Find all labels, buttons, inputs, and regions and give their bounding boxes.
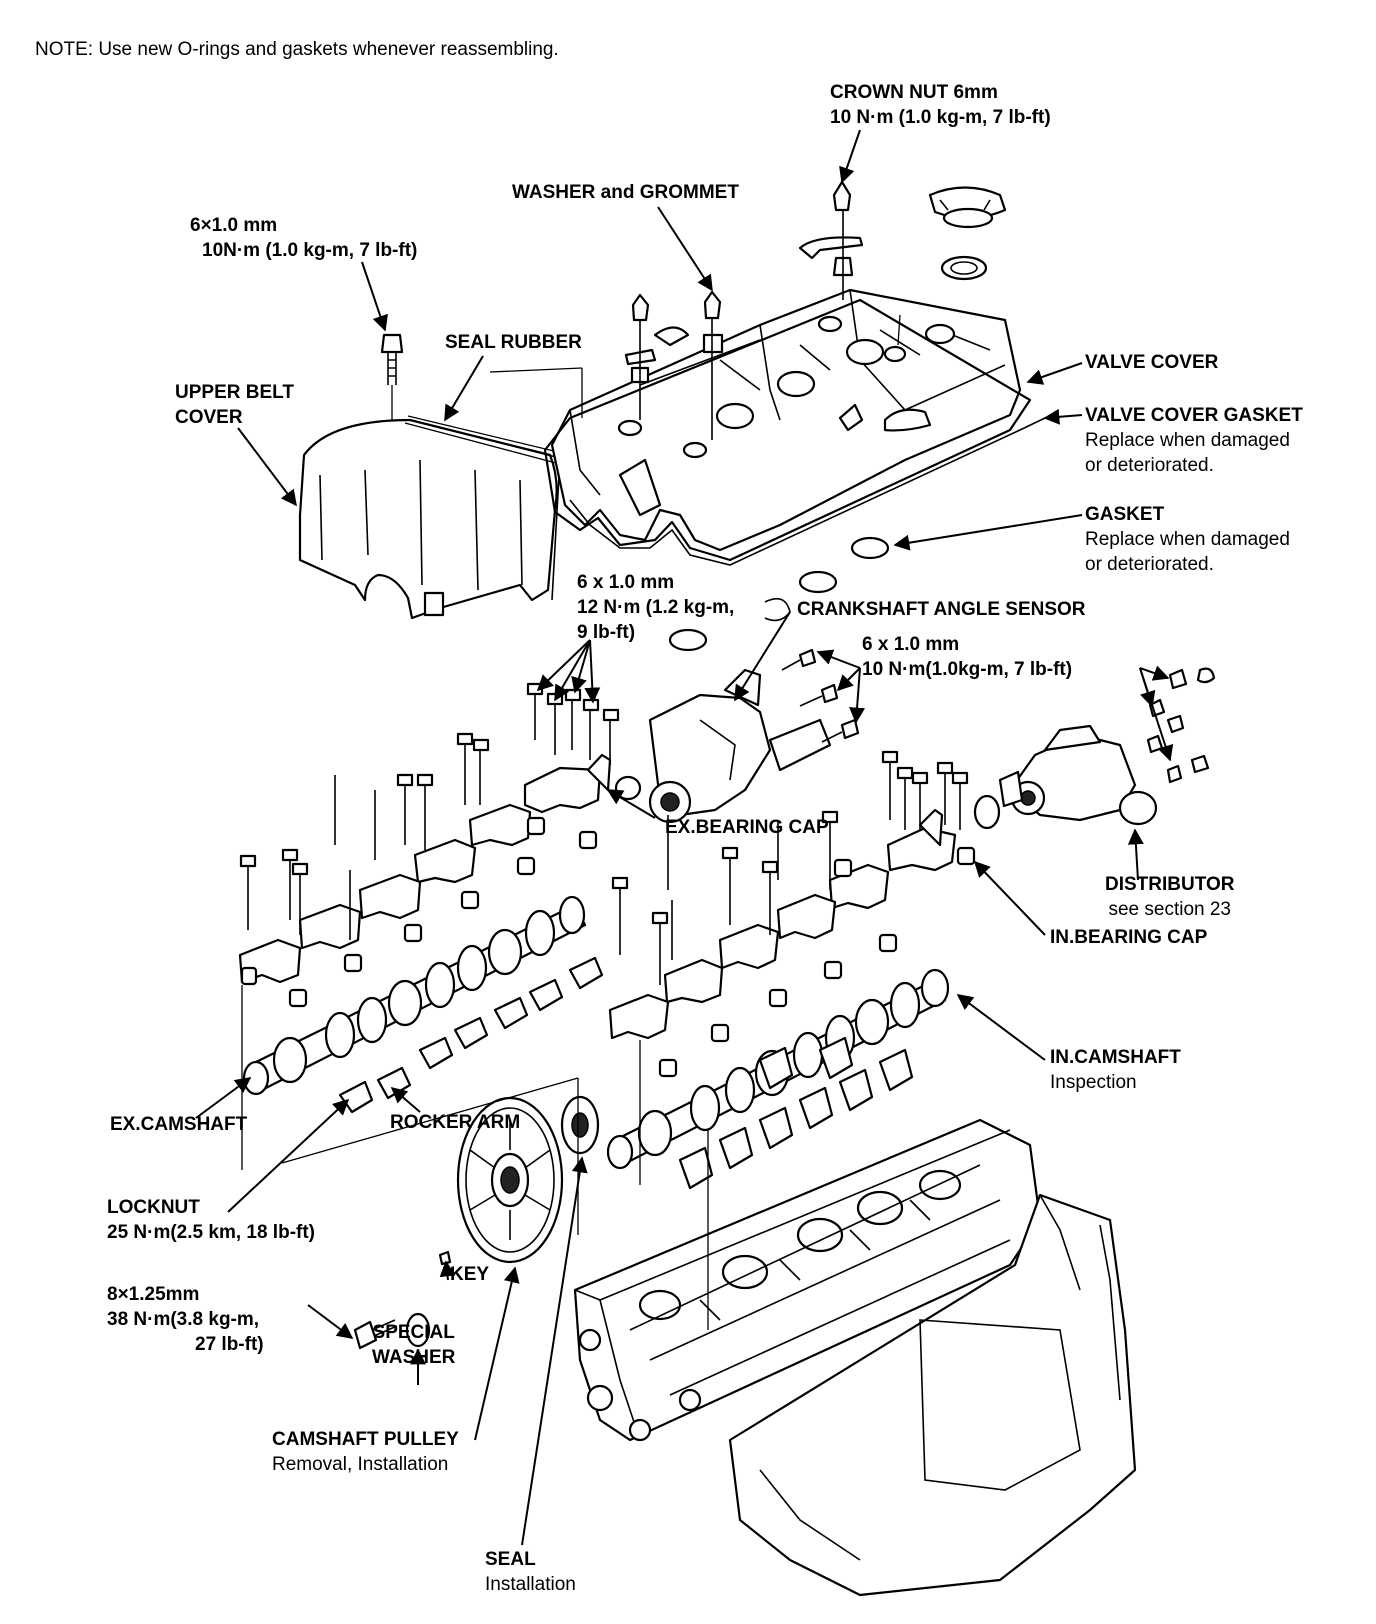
crank-sensor-label: CRANKSHAFT ANGLE SENSOR — [797, 599, 1086, 620]
crank-sensor-bolts — [781, 648, 860, 743]
leader-arrows — [195, 129, 1174, 1546]
bolt-top-left-spec: 10N·m (1.0 kg-m, 7 lb-ft) — [202, 240, 418, 261]
in-camshaft-label: IN.CAMSHAFT Inspection — [1050, 1047, 1181, 1093]
oil-filler-cap — [928, 186, 1007, 229]
camshaft-pulley-label: CAMSHAFT PULLEY Removal, Installation — [272, 1429, 459, 1475]
bolt-top-left-size: 6×1.0 mm — [190, 215, 278, 236]
bolt-mid-left-label: 6 x 1.0 mm 12 N·m (1.2 kg-m, 9 lb-ft) — [577, 572, 735, 643]
ex-cap-bolts — [239, 682, 620, 940]
valve-cover-gasket-label: VALVE COVER GASKET Replace when damaged … — [1085, 405, 1303, 476]
bolt-mid-right-label: 6 x 1.0 mm 10 N·m(1.0kg-m, 7 lb-ft) — [862, 634, 1073, 680]
washer-grommet-label: WASHER and GROMMET — [512, 182, 739, 203]
ex-camshaft-label: EX.CAMSHAFT — [110, 1114, 248, 1135]
pulley-bolt — [353, 1319, 398, 1350]
key-label: KEY — [450, 1264, 490, 1285]
washer-grommet-stacks — [624, 290, 724, 440]
special-washer-label: SPECIAL WASHER — [372, 1322, 456, 1368]
bolt-upper-belt-cover — [380, 333, 404, 420]
crown-nut-label: CROWN NUT 6mm 10 N·m (1.0 kg-m, 7 lb-ft) — [830, 80, 1051, 130]
ex-bearing-cap-label: EX.BEARING CAP — [665, 817, 829, 838]
woodruff-key — [438, 1250, 452, 1266]
upper-belt-cover — [298, 415, 561, 620]
valve-cover-gasket — [569, 417, 1046, 566]
gasket-rings — [668, 536, 890, 652]
bolt-top-left-label: 6×1.0 mm 10N·m (1.0 kg-m, 7 lb-ft) — [190, 213, 417, 263]
crown-nut-stack — [798, 180, 864, 300]
distributor — [973, 724, 1158, 830]
crown-nut-spec: 10 N·m (1.0 kg-m, 7 lb-ft) — [830, 107, 1051, 128]
valve-cover-label: VALVE COVER — [1085, 352, 1219, 373]
gasket-label: GASKET Replace when damaged or deteriora… — [1085, 504, 1290, 575]
in-dowels — [658, 846, 976, 1078]
camshaft-pulley — [456, 1096, 564, 1264]
rocker-arm-label: ROCKER ARM — [390, 1112, 521, 1133]
ex-dowels — [240, 816, 598, 1008]
special-washer — [405, 1312, 431, 1348]
upper-belt-cover-label: UPPER BELT COVER — [175, 382, 294, 428]
cylinder-head — [573, 1118, 1042, 1442]
seal-rubber-label: SEAL RUBBER — [445, 332, 582, 353]
valve-cover — [543, 288, 1032, 562]
in-cap-bolts — [611, 750, 969, 985]
crown-nut-title: CROWN NUT 6mm — [830, 82, 998, 103]
in-rocker-arms — [678, 1036, 914, 1190]
bolt-pulley-label: 8×1.25mm 38 N·m(3.8 kg-m, 27 lb-ft) — [107, 1284, 264, 1355]
ex-camshaft — [242, 895, 587, 1096]
crankshaft-angle-sensor — [614, 668, 832, 824]
note-text: NOTE: Use new O-rings and gaskets whenev… — [35, 39, 559, 60]
seal-label: SEAL Installation — [485, 1549, 576, 1595]
camshaft-seal — [560, 1095, 600, 1155]
alignment-lines — [241, 314, 901, 1330]
distributor-label: DISTRIBUTOR see section 23 — [1105, 874, 1235, 920]
oil-cap-seal — [940, 255, 988, 281]
in-bearing-cap-label: IN.BEARING CAP — [1050, 927, 1208, 948]
distributor-bolts — [1146, 667, 1216, 784]
locknut-label: LOCKNUT 25 N·m(2.5 km, 18 lb-ft) — [107, 1197, 315, 1243]
intake-manifold — [728, 1193, 1137, 1597]
